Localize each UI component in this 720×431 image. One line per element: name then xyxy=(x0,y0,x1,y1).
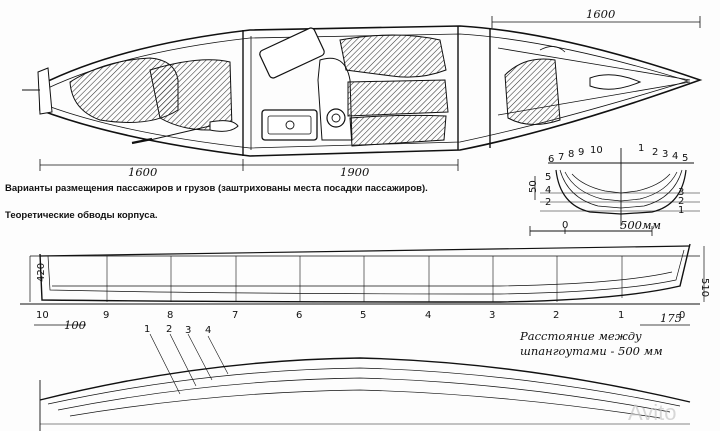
section-level-4: 4 xyxy=(545,185,551,196)
section-num-5: 5 xyxy=(682,153,688,164)
section-dim-50: 50 xyxy=(528,180,539,193)
station-2: 2 xyxy=(553,310,559,321)
profile-view xyxy=(20,243,705,326)
section-num-7: 7 xyxy=(558,152,564,163)
halfbreadth-view xyxy=(39,333,691,431)
station-3: 3 xyxy=(489,310,495,321)
watermark-logo: Avito xyxy=(628,400,677,425)
profile-dim-100: 100 xyxy=(64,318,86,332)
section-num-1: 1 xyxy=(638,143,644,154)
station-5: 5 xyxy=(360,310,366,321)
scale-500: 500мм xyxy=(620,218,661,232)
section-num-4: 4 xyxy=(672,151,678,162)
lines-caption: Теоретические обводы корпуса. xyxy=(5,210,158,221)
section-level-2: 2 xyxy=(545,197,551,208)
station-7: 7 xyxy=(232,310,238,321)
section-num-6: 6 xyxy=(548,154,554,165)
profile-note-2: шпангоутами - 500 мм xyxy=(520,344,663,358)
plan-view xyxy=(22,16,703,171)
section-rlevel-2: 2 xyxy=(678,196,684,207)
station-6: 6 xyxy=(296,310,302,321)
plan-dim-mid: 1900 xyxy=(340,165,369,179)
station-9: 9 xyxy=(103,310,109,321)
hb-label-4: 4 xyxy=(205,325,211,336)
plan-dim-top: 1600 xyxy=(586,7,615,21)
scale-zero: 0 xyxy=(562,220,568,231)
profile-dim-510: 510 xyxy=(699,278,710,297)
station-10: 10 xyxy=(36,310,49,321)
section-rlevel-1: 1 xyxy=(678,205,684,216)
hb-label-2: 2 xyxy=(166,324,172,335)
hb-label-1: 1 xyxy=(144,324,150,335)
station-0: 0 xyxy=(679,310,685,321)
hb-label-3: 3 xyxy=(185,325,191,336)
section-rlevel-3: 3 xyxy=(678,187,684,198)
section-num-2: 2 xyxy=(652,147,658,158)
profile-dim-175: 175 xyxy=(660,311,682,325)
station-1: 1 xyxy=(618,310,624,321)
section-num-10: 10 xyxy=(590,145,603,156)
section-num-8: 8 xyxy=(568,149,574,160)
section-num-3: 3 xyxy=(662,149,668,160)
station-8: 8 xyxy=(167,310,173,321)
plan-caption: Варианты размещения пассажиров и грузов … xyxy=(5,183,428,194)
profile-dim-420: 420 xyxy=(36,263,47,282)
section-level-5: 5 xyxy=(545,172,551,183)
section-num-9: 9 xyxy=(578,147,584,158)
profile-note-1: Расстояние между xyxy=(519,329,642,343)
plan-dim-left: 1600 xyxy=(128,165,157,179)
cross-section xyxy=(529,148,700,236)
station-4: 4 xyxy=(425,310,431,321)
